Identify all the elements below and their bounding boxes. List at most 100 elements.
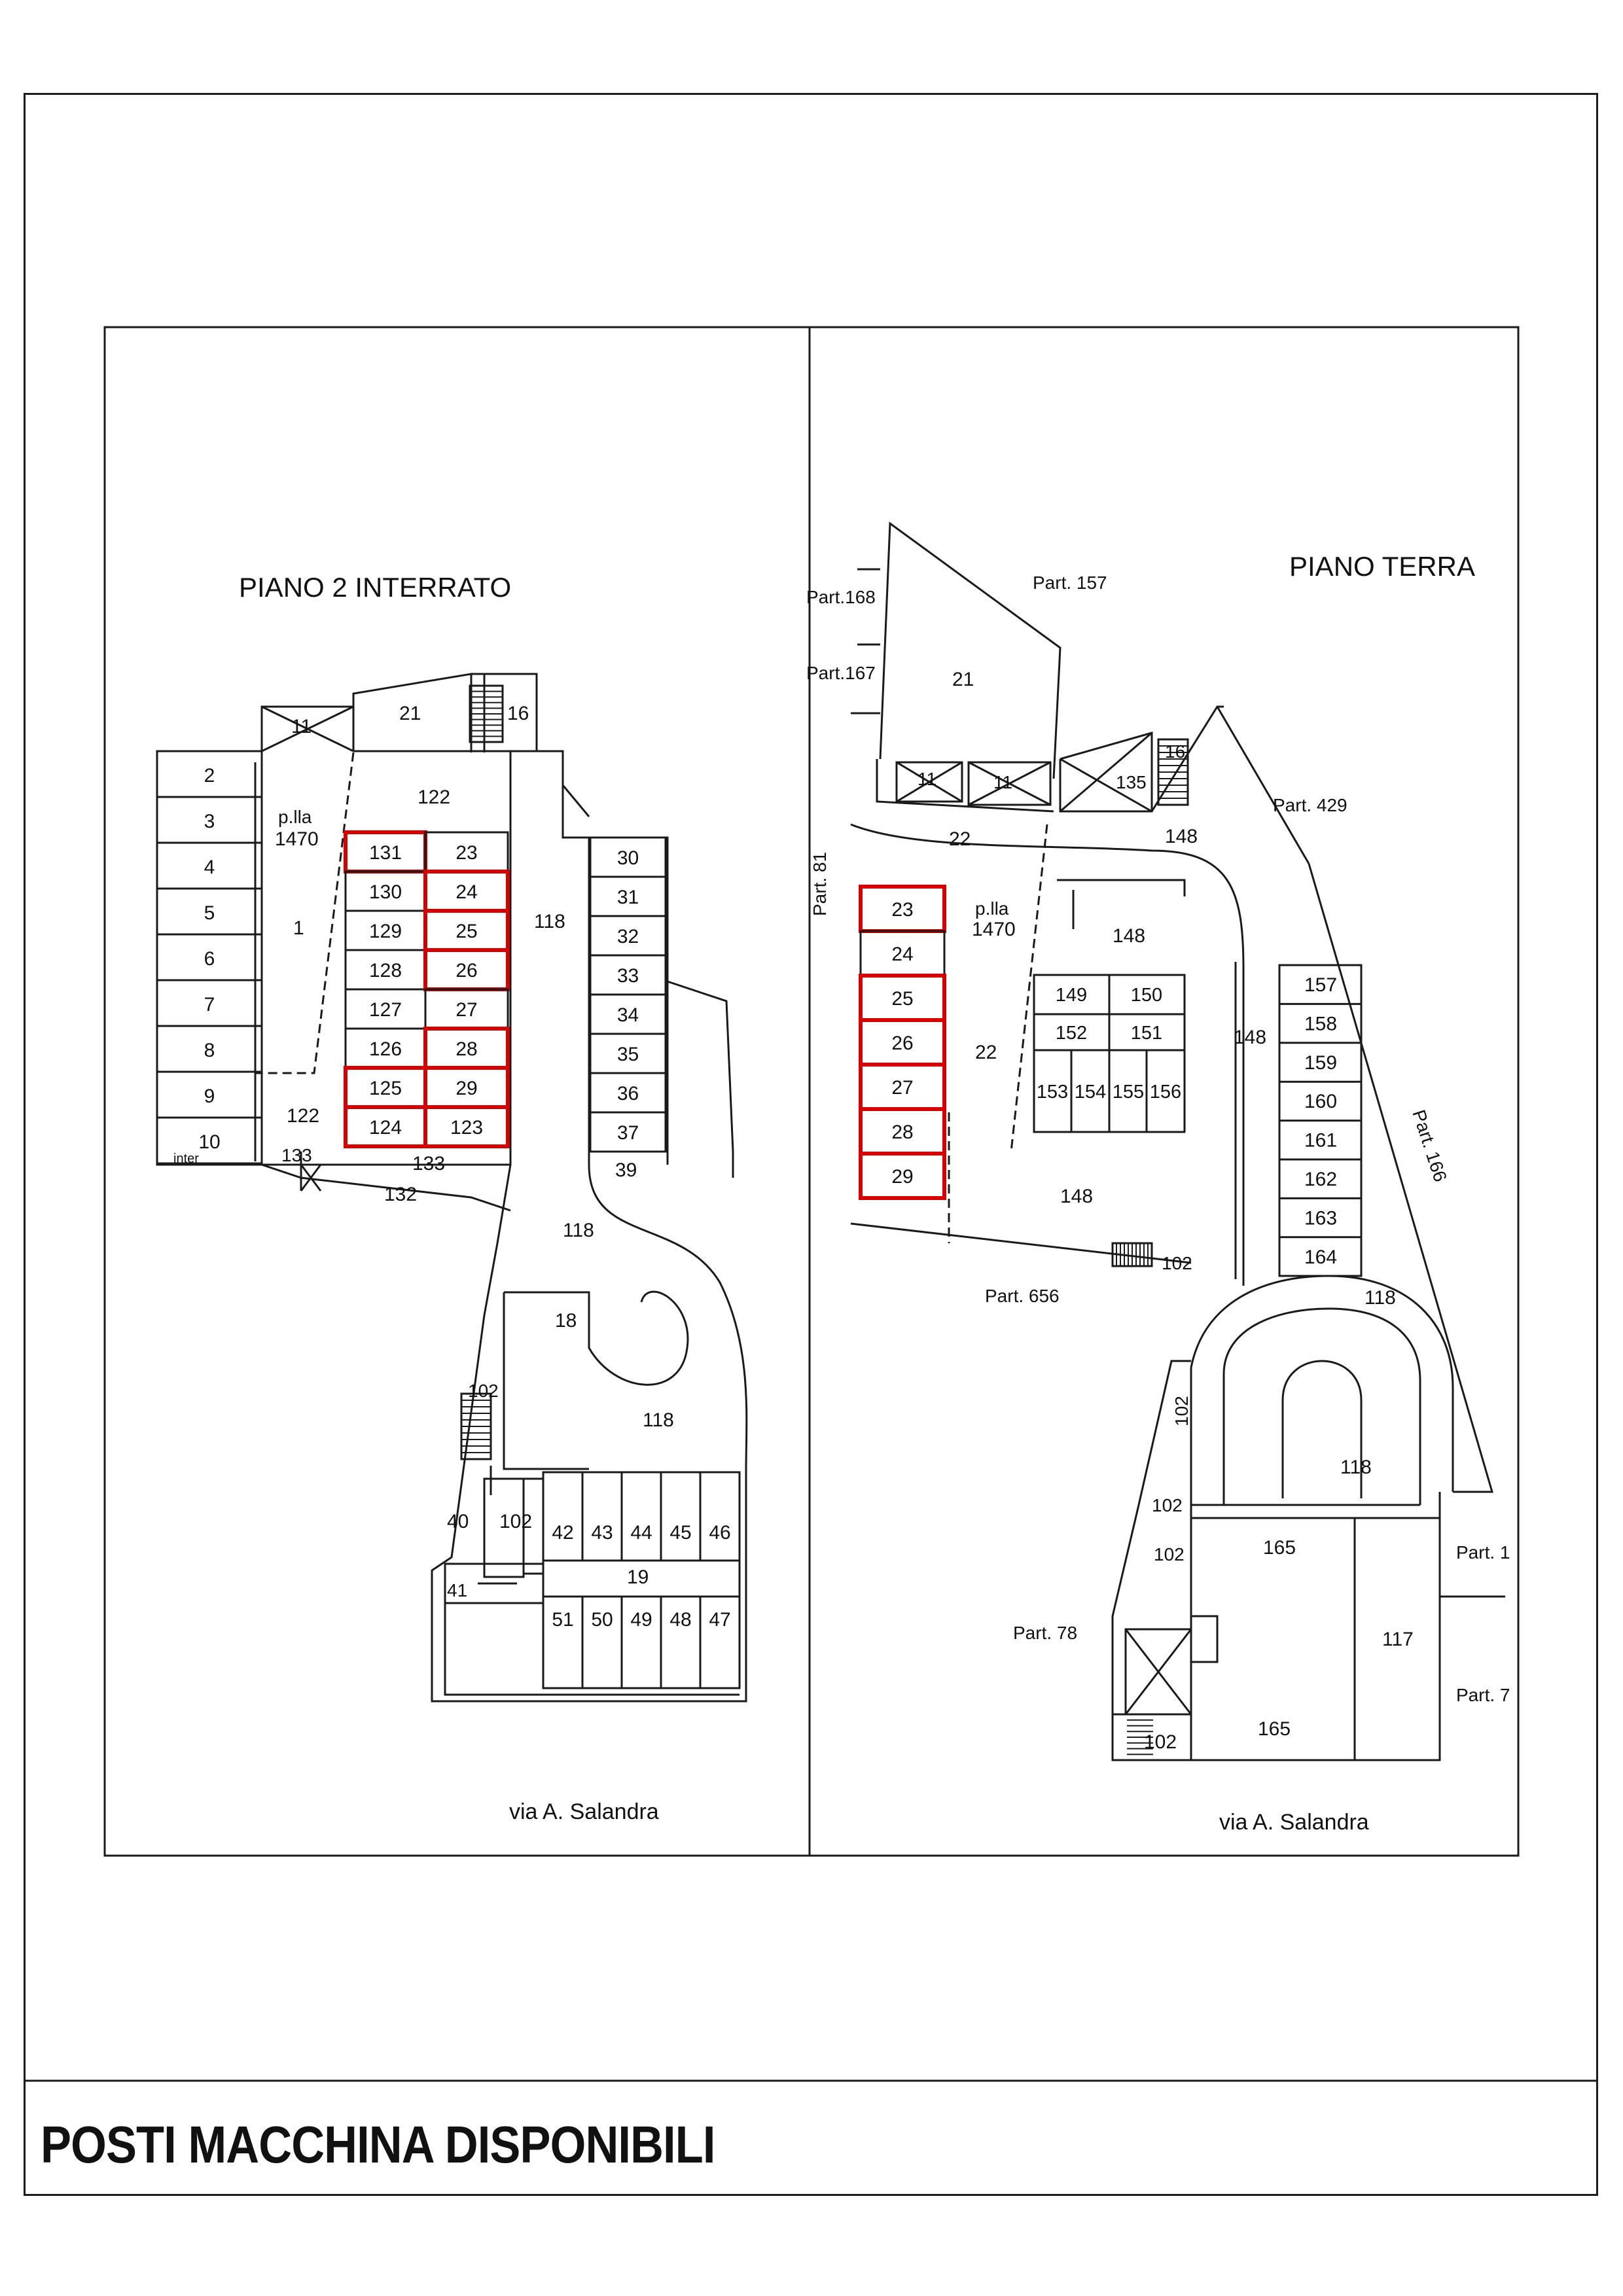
right-label-part7: Part. 7 <box>1456 1685 1510 1705</box>
slot-157-label: 157 <box>1304 974 1337 996</box>
slot-159-label: 159 <box>1304 1052 1337 1074</box>
right-label-102-b: 102 <box>1171 1396 1192 1426</box>
slot-131-label: 131 <box>369 842 402 864</box>
slot-r-23-label: 23 <box>891 899 913 921</box>
right-label-21: 21 <box>952 669 974 690</box>
right-label-102-d: 102 <box>1154 1544 1185 1564</box>
slot-4-label: 4 <box>204 857 215 878</box>
right-label-part166: Part. 166 <box>1408 1107 1451 1184</box>
right-label-148-d: 148 <box>1060 1186 1093 1207</box>
right-label-part1: Part. 1 <box>1456 1542 1510 1563</box>
slot-126-label: 126 <box>369 1038 402 1060</box>
slot-10-label: 10 <box>198 1131 220 1153</box>
slot-47-label: 47 <box>709 1609 730 1631</box>
slot-164-label: 164 <box>1304 1246 1337 1268</box>
right-label-165-b: 165 <box>1258 1718 1291 1740</box>
left-label-41: 41 <box>447 1580 467 1600</box>
left-label-11: 11 <box>291 716 312 737</box>
slot-b-23-label: 23 <box>455 842 477 864</box>
slot-b-24-label: 24 <box>455 881 477 903</box>
slot-43-label: 43 <box>591 1522 613 1544</box>
left-label-1: 1 <box>293 917 304 939</box>
left-street-label: via A. Salandra <box>509 1799 659 1824</box>
slot-b-26-label: 26 <box>455 960 477 981</box>
slot-46-label: 46 <box>709 1522 730 1544</box>
slot-30-label: 30 <box>617 847 639 869</box>
left-parcel-number: 1470 <box>275 828 319 850</box>
slot-5-label: 5 <box>204 902 215 924</box>
right-street-label: via A. Salandra <box>1219 1810 1369 1835</box>
slot-33-label: 33 <box>617 965 639 987</box>
right-parcel-number: 1470 <box>972 919 1016 940</box>
right-label-117: 117 <box>1382 1629 1414 1650</box>
slot-160-label: 160 <box>1304 1091 1337 1112</box>
slot-b-123-box <box>423 1105 510 1148</box>
right-label-118-b: 118 <box>1340 1457 1372 1478</box>
left-label-122-top: 122 <box>418 786 450 808</box>
slot-32-label: 32 <box>617 926 639 947</box>
drawing-sheet-border <box>24 93 1598 2196</box>
left-label-132: 132 <box>384 1184 417 1205</box>
right-label-118-a: 118 <box>1364 1287 1396 1309</box>
slot-154-label: 154 <box>1075 1082 1106 1103</box>
right-label-part656: Part. 656 <box>985 1286 1060 1306</box>
right-label-16: 16 <box>1165 741 1185 762</box>
right-label-part157: Part. 157 <box>1033 573 1107 593</box>
right-parcel-label: p.lla <box>975 898 1009 919</box>
left-label-102-a: 102 <box>468 1381 499 1401</box>
slot-50-label: 50 <box>591 1609 613 1631</box>
slot-162-label: 162 <box>1304 1169 1337 1190</box>
right-label-part167: Part.167 <box>806 663 876 683</box>
slot-49-label: 49 <box>630 1609 652 1631</box>
right-label-102-a: 102 <box>1162 1253 1192 1273</box>
slot-r-29-box <box>859 1152 946 1200</box>
right-label-part78: Part. 78 <box>1013 1623 1077 1643</box>
slot-130-label: 130 <box>369 881 402 903</box>
slot-r-25-label: 25 <box>891 988 913 1010</box>
left-label-118-a: 118 <box>534 911 565 932</box>
slot-124-label: 124 <box>369 1117 402 1139</box>
right-label-102-e: 102 <box>1144 1731 1177 1753</box>
right-label-135: 135 <box>1116 772 1147 792</box>
slot-152-label: 152 <box>1056 1023 1087 1044</box>
right-label-165-a: 165 <box>1263 1537 1296 1559</box>
left-label-16: 16 <box>507 703 529 724</box>
right-label-part168: Part.168 <box>806 587 876 607</box>
left-plan <box>156 673 748 1703</box>
left-parcel-label: p.lla <box>278 807 312 827</box>
slot-155-label: 155 <box>1113 1082 1144 1103</box>
slot-31-label: 31 <box>617 887 639 908</box>
right-label-148-c: 148 <box>1234 1027 1266 1048</box>
left-label-118-b: 118 <box>563 1220 594 1241</box>
footer-title: POSTI MACCHINA DISPONIBILI <box>41 2115 715 2174</box>
slot-r-26-label: 26 <box>891 1033 913 1054</box>
left-plan-title: PIANO 2 INTERRATO <box>239 572 511 603</box>
slot-7-label: 7 <box>204 994 215 1016</box>
right-label-22-b: 22 <box>975 1042 997 1063</box>
slot-163-label: 163 <box>1304 1207 1337 1229</box>
left-inter-label: inter <box>173 1152 199 1166</box>
right-label-part81: Part. 81 <box>810 852 830 916</box>
right-label-11-a: 11 <box>918 769 936 789</box>
left-label-102-b: 102 <box>499 1511 532 1532</box>
slot-48-label: 48 <box>669 1609 691 1631</box>
slot-34-label: 34 <box>617 1004 639 1026</box>
slot-129-label: 129 <box>369 921 402 942</box>
slot-r-29-label: 29 <box>891 1166 913 1188</box>
slot-2-label: 2 <box>204 765 215 786</box>
slot-150-label: 150 <box>1131 985 1162 1006</box>
slot-151-label: 151 <box>1131 1023 1162 1044</box>
plans-frame <box>103 326 1520 1857</box>
slot-r-28-label: 28 <box>891 1122 913 1143</box>
slot-b-28-label: 28 <box>455 1038 477 1060</box>
left-label-19: 19 <box>627 1566 649 1588</box>
slot-r-27-label: 27 <box>891 1077 913 1099</box>
right-plan <box>850 521 1505 1761</box>
slot-127-label: 127 <box>369 999 402 1021</box>
slot-156-label: 156 <box>1150 1082 1181 1103</box>
slot-153-label: 153 <box>1037 1082 1068 1103</box>
slot-37-box <box>589 1111 667 1153</box>
